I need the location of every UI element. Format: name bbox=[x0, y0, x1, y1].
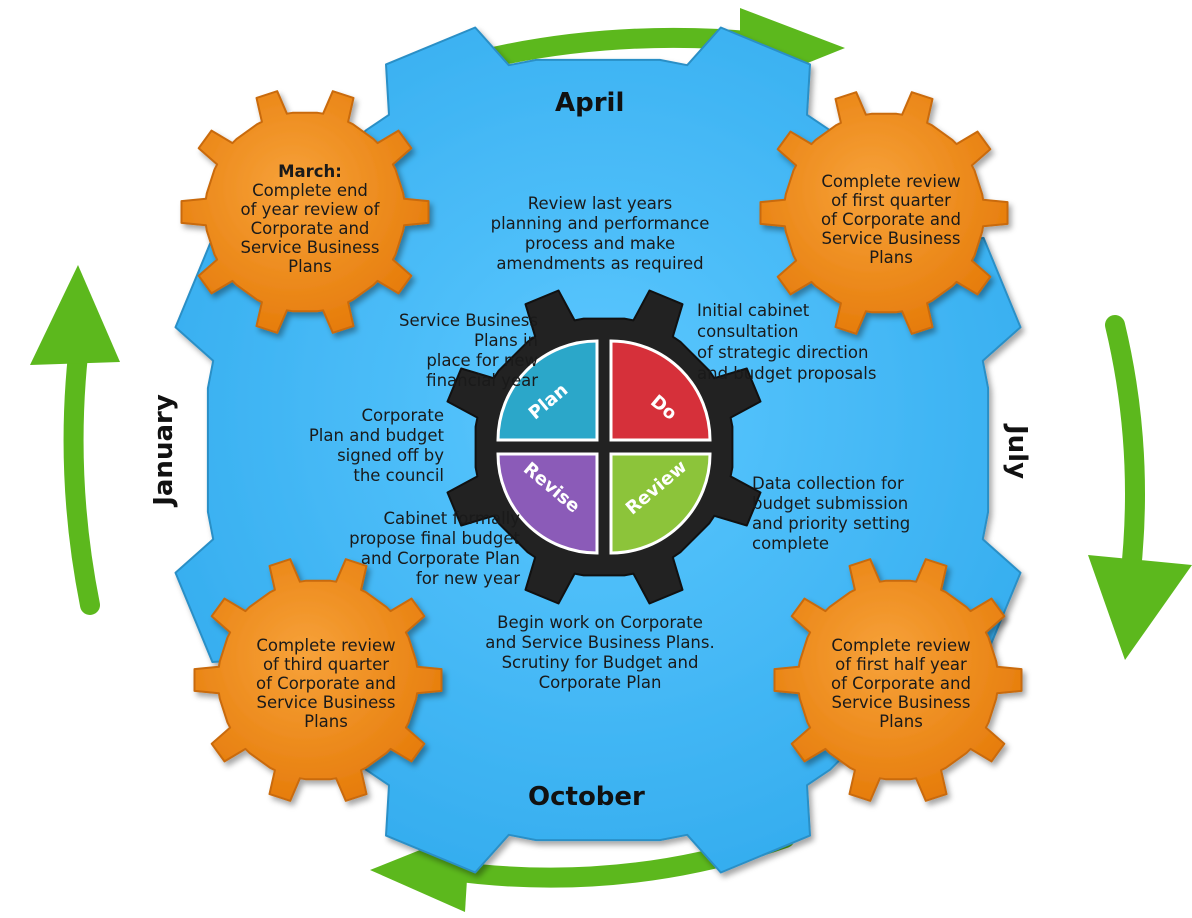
label-service-plans-in-place: Service Business Plans in place for new … bbox=[399, 311, 538, 390]
gear-bl-shape bbox=[193, 558, 443, 802]
label-review-last-year: Review last years planning and performan… bbox=[490, 194, 710, 273]
gear-first-half-review bbox=[773, 558, 1023, 802]
plan-quadrant bbox=[496, 339, 599, 442]
gear-third-quarter-text: Complete review of third quarter of Corp… bbox=[256, 636, 396, 731]
gear-first-quarter-text: Complete review of first quarter of Corp… bbox=[821, 172, 961, 267]
gear-march-text: March: Complete end of year review of Co… bbox=[212, 162, 408, 276]
label-begin-work: Begin work on Corporate and Service Busi… bbox=[485, 613, 715, 692]
cycle-arrow-left bbox=[30, 265, 120, 615]
gear-third-quarter-review bbox=[193, 558, 443, 802]
month-october: October bbox=[528, 782, 645, 812]
gear-first-half-text: Complete review of first half year of Co… bbox=[831, 636, 971, 731]
gear-march-body: Complete end of year review of Corporate… bbox=[240, 181, 380, 276]
month-january: January bbox=[148, 394, 179, 506]
revise-quadrant bbox=[496, 452, 599, 555]
do-quadrant bbox=[609, 339, 712, 442]
gear-first-quarter-review bbox=[759, 91, 1009, 335]
review-quadrant bbox=[609, 452, 712, 555]
gear-br-shape bbox=[773, 558, 1023, 802]
cycle-arrow-right bbox=[1088, 315, 1192, 660]
month-july: July bbox=[1002, 424, 1033, 480]
label-initial-cabinet: Initial cabinet consultation of strategi… bbox=[697, 301, 877, 383]
gear-march-review bbox=[180, 90, 430, 334]
label-data-collection: Data collection for budget submission an… bbox=[752, 474, 911, 553]
label-corporate-plan-signed: Corporate Plan and budget signed off by … bbox=[308, 406, 444, 485]
label-cabinet-formally: Cabinet formally propose final budget an… bbox=[349, 509, 520, 588]
center-gear bbox=[446, 289, 762, 605]
center-gear-shape bbox=[446, 289, 762, 605]
gear-march-heading: March: bbox=[278, 162, 342, 181]
gear-tr-shape bbox=[759, 91, 1009, 335]
center-cycle: Plan Do Review Revise bbox=[496, 339, 712, 555]
month-april: April bbox=[555, 88, 625, 118]
gear-tl-shape bbox=[180, 90, 430, 334]
